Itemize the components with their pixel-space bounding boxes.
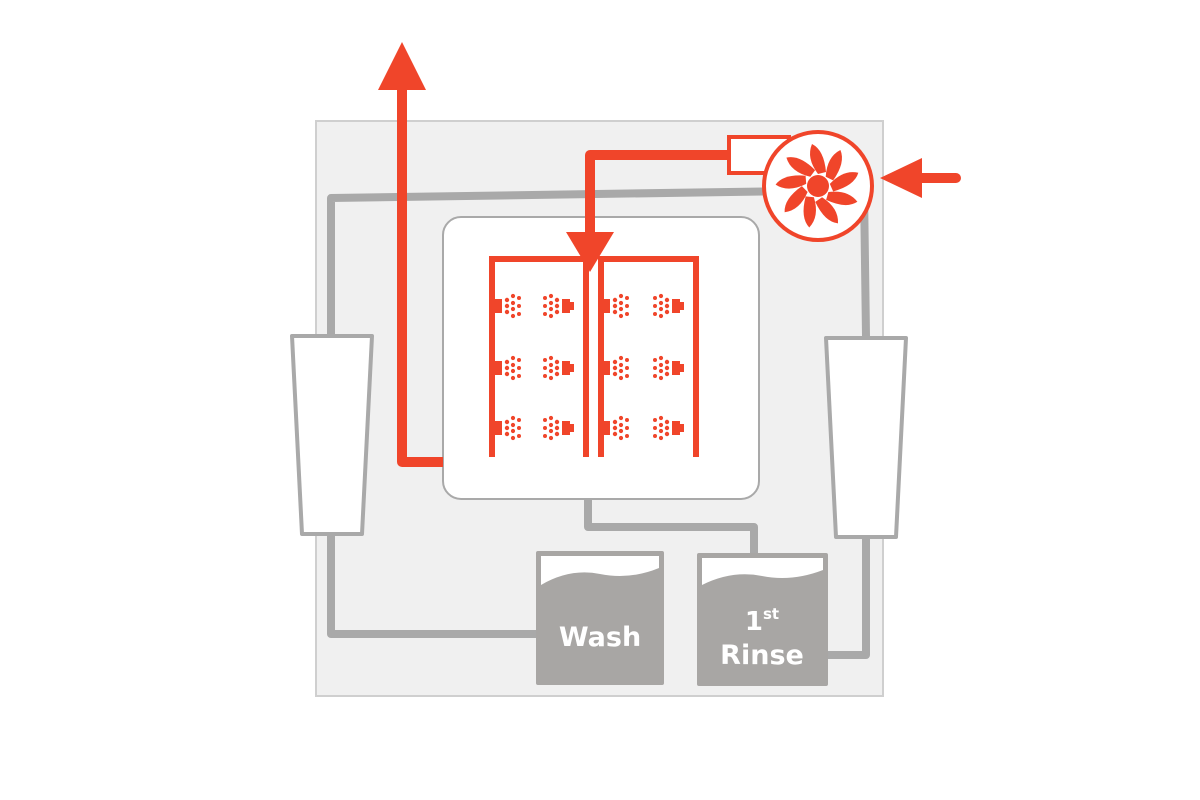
blower — [727, 130, 874, 242]
rinse-tank: 1st Rinse — [697, 553, 828, 686]
exhaust-arrow-icon — [378, 42, 426, 90]
rinse-tank-label-line1: 1st — [745, 605, 779, 637]
supply-duct — [566, 150, 732, 272]
supply-arrow-icon — [566, 232, 614, 272]
inlet-arrow-icon — [880, 158, 961, 198]
exhaust-duct — [378, 42, 443, 467]
wash-tank: Wash — [536, 551, 664, 685]
recirculation-piping — [327, 186, 870, 659]
left-filter — [290, 334, 374, 536]
fan-icon — [775, 144, 859, 228]
spray-rack — [489, 256, 699, 457]
rinse-tank-label-line2: Rinse — [720, 640, 804, 671]
right-filter — [824, 336, 908, 539]
wash-tank-label: Wash — [559, 622, 641, 653]
